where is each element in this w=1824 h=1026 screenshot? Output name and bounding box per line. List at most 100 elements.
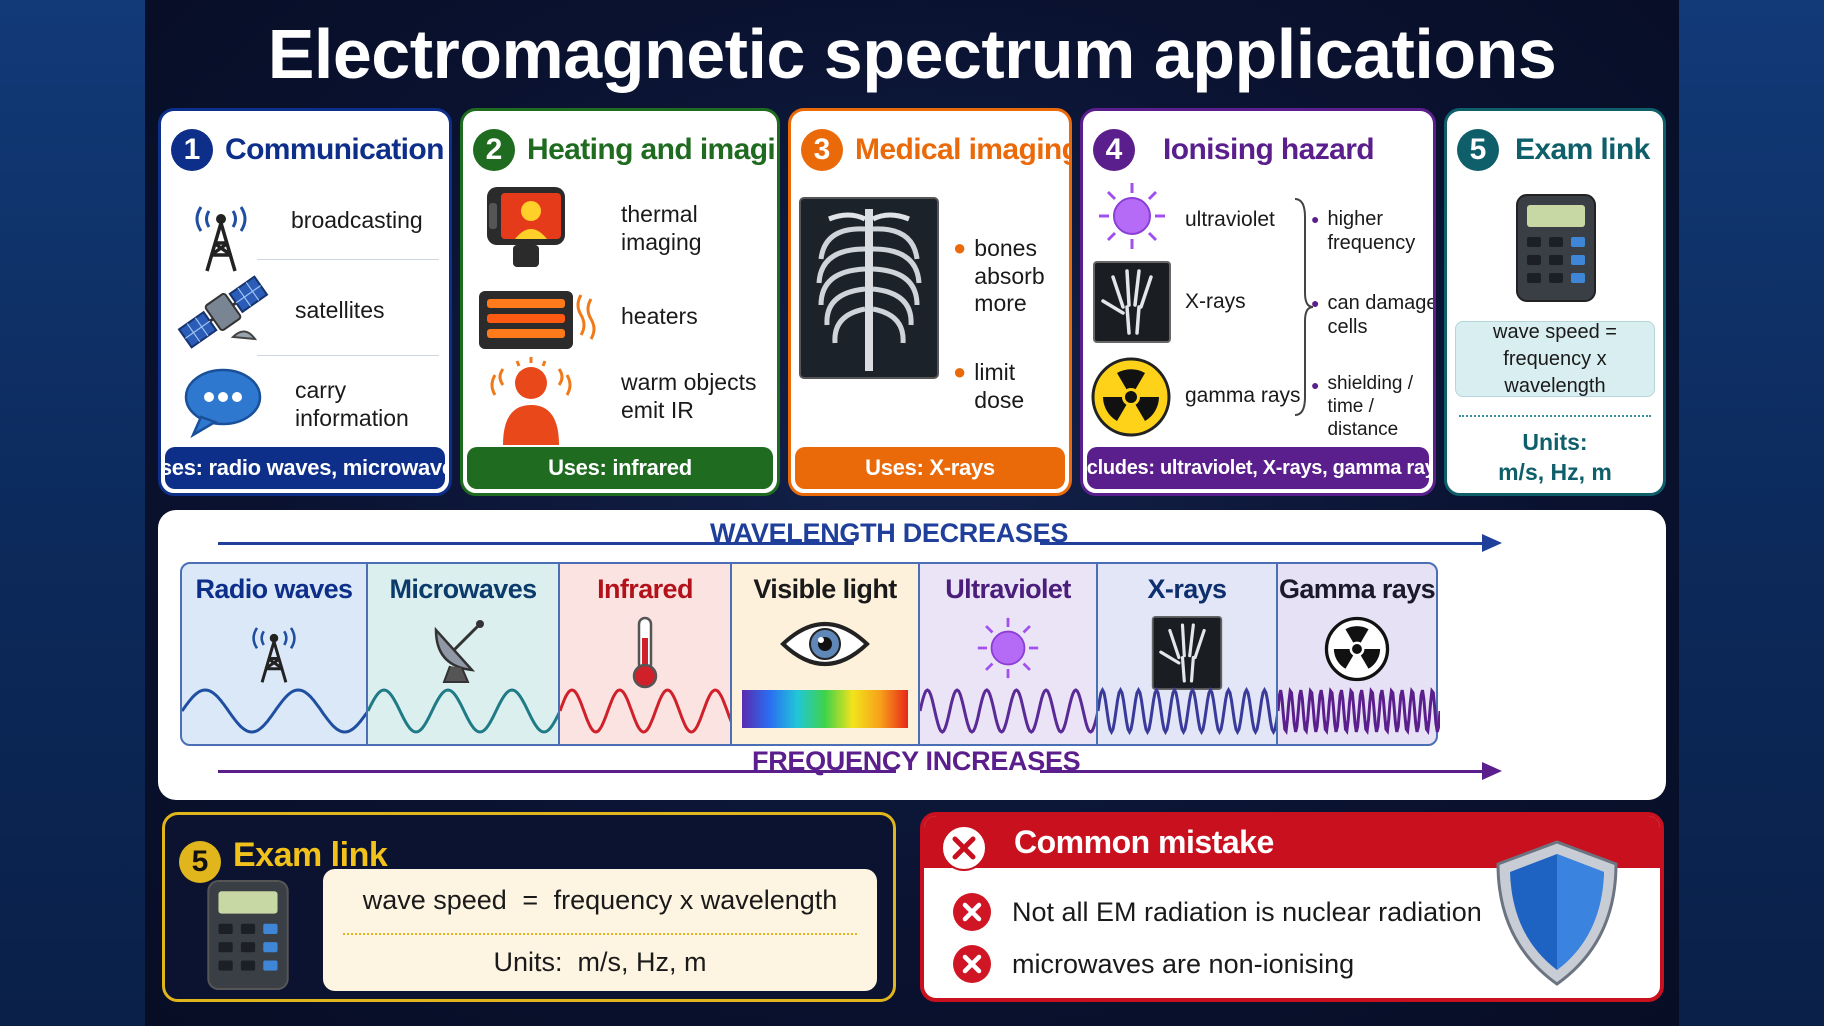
- wave-path: [182, 688, 368, 734]
- wave-path: [368, 688, 560, 734]
- band-label: Visible light: [753, 574, 897, 604]
- list-item: [485, 355, 577, 447]
- shield-icon: [1496, 840, 1618, 986]
- frequency-arrow-line: [1040, 770, 1484, 773]
- card-title: Exam link: [1515, 133, 1650, 166]
- radiation-icon: [1091, 357, 1171, 437]
- formula-right: frequency x wavelength: [553, 885, 838, 915]
- mistake-text: microwaves are non-ionising: [1012, 948, 1355, 979]
- divider: [257, 355, 439, 356]
- uv-sun-icon: [976, 616, 1040, 685]
- item-label: ultraviolet: [1185, 208, 1275, 231]
- wavelength-axis-label: WAVELENGTH DECREASES: [710, 518, 1069, 548]
- calculator-icon: [207, 880, 289, 990]
- radio-tower-icon: [195, 206, 247, 272]
- card-header: 5 Exam link: [1457, 129, 1650, 171]
- item-label: gamma rays: [1185, 384, 1301, 407]
- card-exam-link: 5 Exam link wave speed = frequency x wav…: [1444, 108, 1666, 496]
- list-item: [175, 267, 271, 357]
- heater-icon: [479, 291, 596, 349]
- units-text: Units: m/s, Hz, m: [493, 947, 707, 977]
- chest-xray-icon: [799, 197, 939, 379]
- card-footer: Uses: radio waves, microwaves: [161, 447, 449, 489]
- card-header: 1 Communication: [171, 129, 444, 171]
- band-gamma-rays: Gamma rays: [1276, 562, 1440, 746]
- formula-box: wave speed = frequency x wavelength: [1455, 321, 1655, 397]
- list-item: [477, 287, 597, 353]
- list-item: [187, 193, 255, 273]
- units-value: m/s, Hz, m: [1498, 459, 1612, 485]
- visible-spectrum-bar: [742, 690, 908, 728]
- formula-equals: =: [522, 885, 539, 915]
- item-label: satellites: [295, 297, 385, 323]
- xray-hand-icon: [1149, 616, 1225, 695]
- list-item: microwaves are non-ionising: [952, 944, 1354, 984]
- item-label: warm objects emit IR: [621, 369, 757, 423]
- bullet-dot: ●: [953, 235, 967, 260]
- card-number: 5: [1457, 129, 1499, 171]
- xray-hand-icon: [1093, 261, 1171, 343]
- card-number: 1: [171, 129, 213, 171]
- frequency-arrow-line: [218, 770, 896, 773]
- band-label: Microwaves: [389, 574, 537, 604]
- card-title: Exam link: [233, 835, 388, 874]
- item-label: carry information: [295, 377, 409, 431]
- list-item: ● higher frequency: [1311, 207, 1427, 255]
- wave-path: [560, 688, 732, 734]
- radiation-icon: [1324, 616, 1390, 687]
- card-title: Medical imaging: [855, 133, 1072, 166]
- band-label: Radio waves: [195, 574, 354, 604]
- formula-left: wave speed: [362, 885, 507, 915]
- band-label: Ultraviolet: [945, 574, 1071, 604]
- satellite-dish-icon: [428, 616, 498, 689]
- card-ionising-hazard: 4 Ionising hazard ultraviolet X-rays gam…: [1080, 108, 1436, 496]
- spectrum-panel: WAVELENGTH DECREASES Radio waves Microwav…: [158, 510, 1666, 800]
- item-label: limit dose: [974, 359, 1025, 413]
- wave-path: [1098, 686, 1278, 736]
- list-item: ● bones absorb more: [953, 235, 1058, 318]
- card-number: 5: [179, 841, 221, 883]
- mistake-text: Not all EM radiation is nuclear radiatio…: [1012, 896, 1482, 927]
- wave-line: [920, 688, 1098, 734]
- card-number: 3: [801, 129, 843, 171]
- item-label: can damage cells: [1327, 292, 1436, 338]
- mistake-title: Common mistake: [1014, 824, 1274, 860]
- wave-line: [368, 688, 560, 734]
- calculator-icon: [1516, 194, 1596, 302]
- wave-line: [182, 688, 368, 734]
- card-header: 3 Medical imaging: [801, 129, 1072, 171]
- card-title: Communication: [225, 133, 444, 166]
- card-header: 2 Heating and imaging: [473, 129, 777, 171]
- bullet-dot: ●: [1311, 377, 1320, 393]
- radio-tower-icon: [244, 616, 304, 689]
- item-label: higher frequency: [1327, 208, 1416, 254]
- error-x-icon: [953, 893, 991, 931]
- frequency-axis-label: FREQUENCY INCREASES: [752, 746, 1081, 776]
- item-label: broadcasting: [291, 207, 423, 233]
- band-label: X-rays: [1147, 574, 1228, 604]
- card-header: 5 Exam link: [179, 827, 388, 883]
- card-heating-imaging: 2 Heating and imaging thermal imaging he…: [460, 108, 780, 496]
- card-number: 4: [1093, 129, 1135, 171]
- thermal-camera-icon: [487, 187, 565, 267]
- warm-person-icon: [490, 357, 572, 445]
- card-medical-imaging: 3 Medical imaging ● bones absorb more ● …: [788, 108, 1072, 496]
- formula-box: wave speed = frequency x wavelength Unit…: [323, 869, 877, 991]
- card-communication: 1 Communication broadcasting satellit: [158, 108, 452, 496]
- common-mistake-panel: Common mistake Not all EM radiation is n…: [920, 812, 1664, 1002]
- wave-path: [920, 688, 1098, 734]
- list-item: [183, 367, 263, 439]
- bullet-dot: ●: [1311, 211, 1320, 227]
- error-x-icon: [941, 825, 987, 871]
- satellite-icon: [177, 275, 269, 349]
- card-title: Ionising hazard: [1163, 133, 1375, 166]
- band-infrared: Infrared: [558, 562, 732, 746]
- wavelength-arrow-line: [1040, 542, 1484, 545]
- band-radio-waves: Radio waves: [180, 562, 368, 746]
- item-label: bones absorb more: [974, 235, 1045, 317]
- item-label: shielding / time / distance: [1327, 373, 1414, 440]
- wavelength-arrowhead: [1482, 534, 1502, 552]
- card-header: 4 Ionising hazard: [1093, 129, 1375, 171]
- page-title: Electromagnetic spectrum applications: [267, 15, 1557, 93]
- eye-icon: [780, 616, 870, 677]
